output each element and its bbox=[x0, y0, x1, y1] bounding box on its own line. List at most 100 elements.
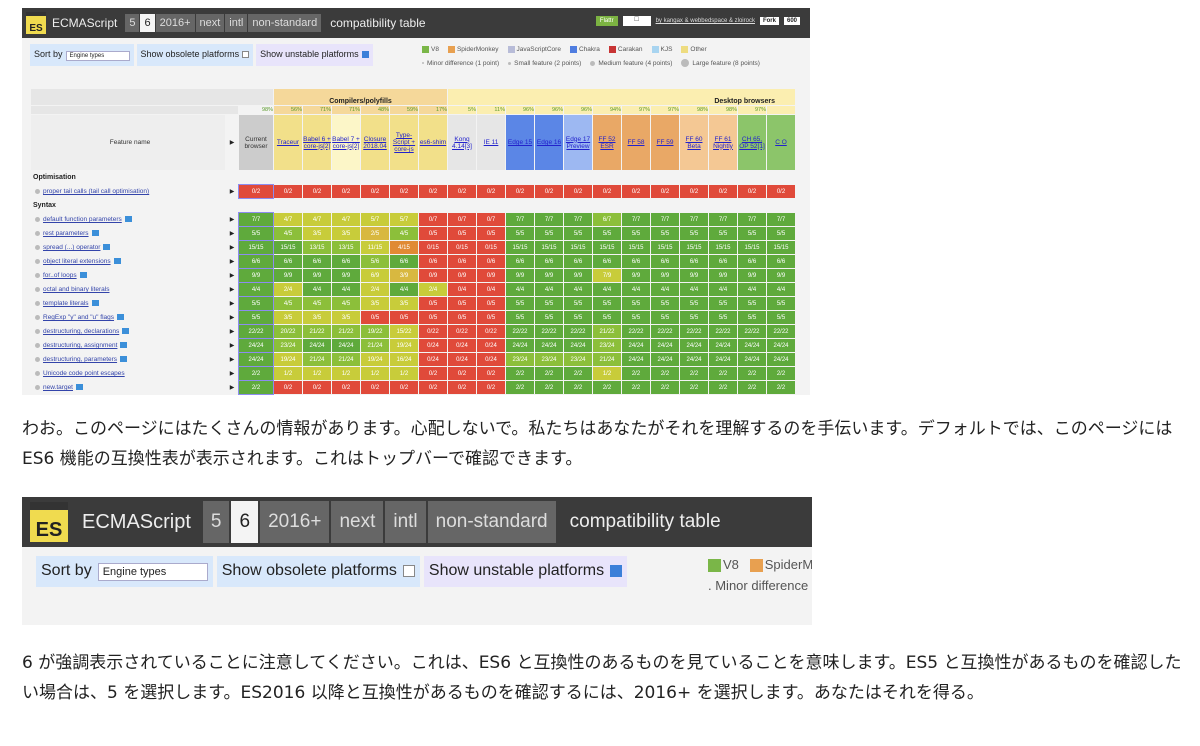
current-browser-cell[interactable]: 5/5 bbox=[238, 310, 274, 325]
result-cell[interactable]: 5/5 bbox=[709, 227, 737, 240]
column-header[interactable]: Edge 17 Preview bbox=[564, 115, 592, 170]
example-icon[interactable] bbox=[103, 244, 111, 251]
result-cell[interactable]: 0/5 bbox=[361, 311, 389, 324]
feature-link[interactable]: new.target bbox=[43, 384, 73, 391]
result-cell[interactable]: 0/4 bbox=[477, 283, 505, 296]
column-header[interactable]: FF 52 ESR bbox=[593, 115, 621, 170]
result-cell[interactable]: 6/6 bbox=[709, 255, 737, 268]
result-cell[interactable]: 2/2 bbox=[506, 381, 534, 394]
result-cell[interactable]: 2/2 bbox=[622, 381, 650, 394]
result-cell[interactable]: 4/5 bbox=[332, 297, 360, 310]
result-cell[interactable]: 21/22 bbox=[303, 325, 331, 338]
current-browser-cell[interactable]: 22/22 bbox=[238, 324, 274, 339]
result-cell[interactable]: 0/5 bbox=[419, 227, 447, 240]
expand-arrow-icon[interactable]: ▶ bbox=[229, 259, 235, 265]
result-cell[interactable]: 9/9 bbox=[303, 269, 331, 282]
expand-arrow-icon[interactable]: ▶ bbox=[229, 301, 235, 307]
result-cell[interactable]: 4/5 bbox=[390, 227, 418, 240]
feature-link[interactable]: object literal extensions bbox=[43, 258, 111, 265]
example-icon[interactable] bbox=[76, 384, 83, 391]
result-cell[interactable]: 0/2 bbox=[448, 381, 476, 394]
result-cell[interactable]: 0/5 bbox=[419, 311, 447, 324]
result-cell[interactable]: 0/2 bbox=[419, 185, 447, 198]
result-cell[interactable]: 23/24 bbox=[506, 353, 534, 366]
result-cell[interactable]: 9/9 bbox=[332, 269, 360, 282]
expand-arrow-icon[interactable]: ▶ bbox=[229, 287, 235, 293]
column-header[interactable]: Babel 6 + core-js[2] bbox=[303, 115, 331, 170]
result-cell[interactable]: 9/9 bbox=[535, 269, 563, 282]
version-tab-intl[interactable]: intl bbox=[225, 14, 248, 32]
result-cell[interactable]: 0/22 bbox=[477, 325, 505, 338]
result-cell[interactable]: 2/4 bbox=[361, 283, 389, 296]
result-cell[interactable]: 9/9 bbox=[680, 269, 708, 282]
result-cell[interactable]: 22/22 bbox=[680, 325, 708, 338]
result-cell[interactable]: 6/6 bbox=[767, 255, 795, 268]
result-cell[interactable]: 4/4 bbox=[564, 283, 592, 296]
result-cell[interactable]: 0/24 bbox=[477, 339, 505, 352]
example-icon[interactable] bbox=[117, 314, 125, 321]
expand-all-arrow-icon[interactable]: ▶ bbox=[229, 140, 235, 146]
result-cell[interactable]: 24/24 bbox=[680, 339, 708, 352]
current-browser-cell[interactable]: 9/9 bbox=[238, 268, 274, 283]
result-cell[interactable]: 4/4 bbox=[390, 283, 418, 296]
result-cell[interactable]: 22/22 bbox=[709, 325, 737, 338]
result-cell[interactable]: 2/2 bbox=[709, 381, 737, 394]
expand-arrow-icon[interactable]: ▶ bbox=[229, 217, 235, 223]
column-header[interactable]: IE 11 bbox=[477, 115, 505, 170]
result-cell[interactable]: 0/22 bbox=[448, 325, 476, 338]
result-cell[interactable]: 24/24 bbox=[506, 339, 534, 352]
version-tab-non-standard[interactable]: non-standard bbox=[427, 501, 556, 543]
example-icon[interactable] bbox=[113, 258, 121, 265]
result-cell[interactable]: 7/7 bbox=[622, 213, 650, 226]
result-cell[interactable]: 4/7 bbox=[303, 213, 331, 226]
result-cell[interactable]: 5/5 bbox=[738, 297, 766, 310]
version-tab-6[interactable]: 6 bbox=[140, 14, 155, 32]
result-cell[interactable]: 5/5 bbox=[593, 311, 621, 324]
result-cell[interactable]: 24/24 bbox=[738, 339, 766, 352]
column-header[interactable]: FF 58 bbox=[622, 115, 650, 170]
result-cell[interactable]: 21/24 bbox=[593, 353, 621, 366]
result-cell[interactable]: 2/2 bbox=[738, 381, 766, 394]
result-cell[interactable]: 19/24 bbox=[361, 353, 389, 366]
version-tab-2016plus[interactable]: 2016+ bbox=[260, 501, 330, 543]
result-cell[interactable]: 5/5 bbox=[709, 297, 737, 310]
result-cell[interactable]: 2/2 bbox=[709, 367, 737, 380]
result-cell[interactable]: 0/6 bbox=[477, 255, 505, 268]
result-cell[interactable]: 4/15 bbox=[390, 241, 418, 254]
current-browser-cell[interactable]: 24/24 bbox=[238, 338, 274, 353]
result-cell[interactable]: 1/2 bbox=[274, 367, 302, 380]
result-cell[interactable]: 9/9 bbox=[622, 269, 650, 282]
result-cell[interactable]: 0/5 bbox=[390, 311, 418, 324]
result-cell[interactable]: 9/9 bbox=[506, 269, 534, 282]
result-cell[interactable]: 2/2 bbox=[767, 367, 795, 380]
result-cell[interactable]: 4/7 bbox=[274, 213, 302, 226]
result-cell[interactable]: 5/5 bbox=[564, 311, 592, 324]
result-cell[interactable]: 23/24 bbox=[535, 353, 563, 366]
current-browser-cell[interactable]: 2/2 bbox=[238, 366, 274, 381]
result-cell[interactable]: 1/2 bbox=[593, 367, 621, 380]
result-cell[interactable]: 0/5 bbox=[448, 297, 476, 310]
example-icon[interactable] bbox=[120, 342, 128, 349]
fork-button[interactable]: Fork bbox=[759, 17, 779, 25]
result-cell[interactable]: 0/15 bbox=[448, 241, 476, 254]
result-cell[interactable]: 22/22 bbox=[564, 325, 592, 338]
result-cell[interactable]: 0/4 bbox=[448, 283, 476, 296]
result-cell[interactable]: 4/4 bbox=[506, 283, 534, 296]
result-cell[interactable]: 9/9 bbox=[709, 269, 737, 282]
result-cell[interactable]: 4/4 bbox=[651, 283, 679, 296]
result-cell[interactable]: 0/2 bbox=[738, 185, 766, 198]
result-cell[interactable]: 23/24 bbox=[593, 339, 621, 352]
result-cell[interactable]: 5/5 bbox=[738, 311, 766, 324]
result-cell[interactable]: 0/24 bbox=[448, 353, 476, 366]
example-icon[interactable] bbox=[122, 328, 130, 335]
feature-link[interactable]: spread (...) operator bbox=[43, 244, 101, 251]
column-header[interactable]: CH 65, OP 52[1] bbox=[738, 115, 766, 170]
result-cell[interactable]: 19/24 bbox=[390, 339, 418, 352]
result-cell[interactable]: 4/4 bbox=[622, 283, 650, 296]
result-cell[interactable]: 23/24 bbox=[564, 353, 592, 366]
expand-arrow-icon[interactable]: ▶ bbox=[229, 189, 235, 195]
result-cell[interactable]: 4/4 bbox=[593, 283, 621, 296]
feature-link[interactable]: for..of loops bbox=[43, 272, 77, 279]
result-cell[interactable]: 4/4 bbox=[767, 283, 795, 296]
result-cell[interactable]: 3/5 bbox=[390, 297, 418, 310]
